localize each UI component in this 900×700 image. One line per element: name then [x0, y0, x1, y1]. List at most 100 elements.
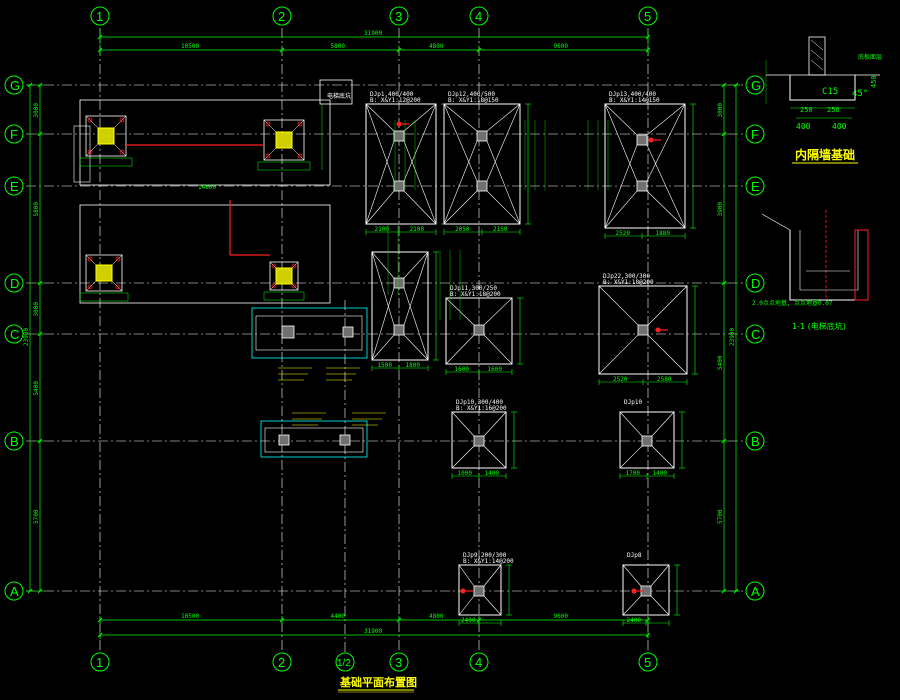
cap-dimbox — [257, 161, 311, 171]
footing-pedestal — [393, 180, 405, 192]
footing-edge — [443, 190, 478, 225]
cap-outer — [85, 115, 127, 157]
footing-dim-label: 2150 — [493, 226, 508, 233]
cap-edge — [113, 143, 127, 157]
pile — [271, 283, 277, 289]
footing-edge — [622, 564, 642, 587]
footing-outline — [371, 251, 429, 361]
grid-bubble — [745, 581, 765, 601]
footing-3C — [371, 251, 429, 361]
grid-label: E — [751, 179, 760, 194]
footing-edge — [486, 190, 521, 225]
cap-column — [275, 267, 293, 285]
pile — [87, 284, 93, 290]
footing-edge — [403, 103, 437, 132]
footing-edge — [403, 287, 429, 361]
dim-label: 5700 — [717, 509, 724, 524]
grid-bubble-extra — [335, 652, 355, 672]
pile — [115, 284, 121, 290]
footing-dim-label: 2580 — [657, 376, 672, 383]
grid-bubble — [4, 124, 24, 144]
cap-column — [275, 131, 293, 149]
footing-pedestal — [637, 324, 649, 336]
dim-slash — [37, 438, 43, 444]
pile — [115, 256, 121, 262]
cap-edge — [263, 119, 277, 133]
red-dot — [648, 137, 654, 143]
pile — [291, 263, 297, 269]
dim-label: 10500 — [181, 613, 199, 620]
elevator-label: 电梯底坑 — [327, 92, 351, 100]
pile — [119, 117, 125, 123]
footing-edge — [365, 140, 395, 225]
grid-bubble — [90, 6, 110, 26]
dim-label: 9600 — [554, 613, 569, 620]
footing-edge — [443, 103, 478, 182]
footing-pedestal — [636, 180, 648, 192]
dim-slash — [721, 438, 727, 444]
dim-label: 3000 — [33, 103, 40, 118]
dim-label: 5800 — [331, 43, 346, 50]
footing-edge — [483, 297, 513, 326]
footing-edge — [365, 190, 395, 225]
wall-dim-250b: 250 — [827, 106, 840, 114]
footing-tag: DJp9,200/300 — [463, 552, 507, 559]
grid-bubble — [272, 6, 292, 26]
footing-edge — [443, 103, 478, 132]
footing-pedestal — [393, 130, 405, 142]
grid-label: 4 — [475, 9, 482, 24]
footing-edge — [371, 251, 395, 279]
footing-dim-label: 1000 — [458, 470, 473, 477]
cap-edge — [113, 115, 127, 129]
footing-edge — [365, 103, 395, 132]
detail-drawings — [761, 36, 880, 301]
cap-column — [95, 264, 113, 282]
footing-3E — [365, 103, 437, 225]
footing-tag: DJp11,300/250 — [450, 285, 497, 292]
cap-dimbox — [263, 291, 305, 301]
grid-label: F — [10, 127, 18, 142]
footing-edge — [403, 334, 429, 361]
dim-label: 4800 — [429, 43, 444, 50]
pit-rebar — [854, 229, 869, 301]
cap-column — [97, 127, 115, 145]
footing-edge — [646, 190, 686, 229]
footing-dim-label: 2100 — [410, 226, 425, 233]
grid-label: G — [10, 78, 20, 93]
footing-tag: DJp22,300/300 — [603, 273, 650, 280]
grid-label: B — [751, 434, 760, 449]
cap-edge — [85, 254, 97, 266]
cap-edge — [291, 283, 299, 291]
footing-pedestal — [636, 134, 648, 146]
red-dot — [460, 588, 466, 594]
strip-2-inner — [264, 427, 364, 453]
dim-label: 3000 — [717, 103, 724, 118]
footing-pedestal — [476, 130, 488, 142]
dim-slash — [645, 632, 651, 638]
grid-bubble — [90, 652, 110, 672]
pile — [87, 149, 93, 155]
grid-bubble — [745, 124, 765, 144]
dim-slash — [37, 331, 43, 337]
footing-outline — [598, 285, 688, 375]
footing-outline — [371, 251, 429, 361]
grid-bubble — [745, 176, 765, 196]
footing-sub: B: X&Y1:12@200 — [370, 97, 421, 104]
grid-bubble — [389, 652, 409, 672]
pile — [87, 117, 93, 123]
grid-label: 5 — [644, 655, 651, 670]
cap-edge — [263, 147, 277, 161]
grid-label: D — [751, 276, 760, 291]
grid-bubble — [469, 652, 489, 672]
grid-bubble — [745, 75, 765, 95]
cap-edge — [269, 261, 277, 269]
footing-edge — [403, 103, 437, 182]
dim-slash — [645, 617, 651, 623]
